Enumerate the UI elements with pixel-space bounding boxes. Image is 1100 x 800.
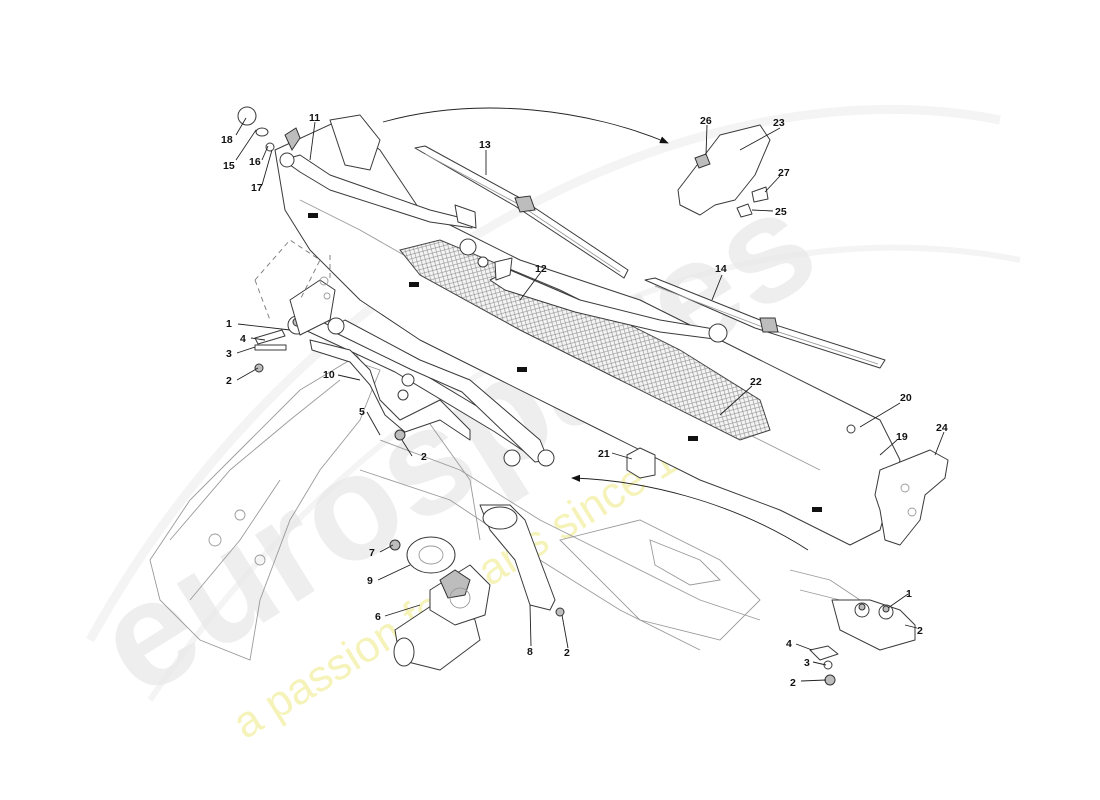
callout-12: 12 bbox=[535, 263, 547, 275]
callout-2-insert-lower: 2 bbox=[790, 677, 796, 689]
callout-17: 17 bbox=[251, 182, 263, 194]
callout-1-insert: 1 bbox=[906, 588, 912, 600]
wiper-blade-14 bbox=[644, 277, 886, 369]
callout-25: 25 bbox=[775, 206, 787, 218]
callout-11: 11 bbox=[309, 112, 320, 124]
callout-1-top: 1 bbox=[226, 318, 232, 330]
callout-24: 24 bbox=[936, 422, 948, 434]
callout-13: 13 bbox=[479, 139, 491, 151]
wiper-motor bbox=[389, 536, 491, 671]
callout-2-bottom: 2 bbox=[564, 647, 570, 659]
callout-7: 7 bbox=[369, 547, 375, 559]
callout-14: 14 bbox=[715, 263, 727, 275]
wiper-linkage bbox=[287, 276, 555, 467]
callout-22: 22 bbox=[750, 376, 762, 388]
insert-scuttle-end bbox=[677, 124, 771, 218]
callout-labels: 1 4 3 2 10 5 2 7 9 6 8 2 18 15 16 17 11 … bbox=[221, 112, 948, 689]
callout-2-mid: 2 bbox=[421, 451, 427, 463]
callout-19: 19 bbox=[896, 431, 908, 443]
callout-4-insert: 4 bbox=[786, 638, 792, 650]
callout-8: 8 bbox=[527, 646, 533, 658]
callout-23: 23 bbox=[773, 117, 785, 129]
wiper-blade-13 bbox=[414, 145, 629, 279]
end-bracket-right bbox=[874, 449, 949, 546]
dashed-guides bbox=[254, 239, 331, 321]
clip-21 bbox=[626, 447, 656, 479]
callout-10: 10 bbox=[323, 369, 335, 381]
callout-15: 15 bbox=[223, 160, 235, 172]
callout-27: 27 bbox=[778, 167, 790, 179]
callout-26: 26 bbox=[700, 115, 712, 127]
wiper-arm-left bbox=[279, 127, 477, 229]
callout-20: 20 bbox=[900, 392, 912, 404]
direction-arrows bbox=[382, 107, 809, 551]
callout-3-insert: 3 bbox=[804, 657, 810, 669]
callout-21: 21 bbox=[598, 448, 610, 460]
callout-16: 16 bbox=[249, 156, 261, 168]
callout-5: 5 bbox=[359, 406, 365, 418]
insert-pivot-bracket bbox=[789, 569, 916, 686]
callout-4-top: 4 bbox=[240, 333, 246, 345]
scuttle-panel bbox=[274, 114, 901, 546]
callout-2-top: 2 bbox=[226, 375, 232, 387]
leader-lines bbox=[235, 117, 945, 682]
callout-6: 6 bbox=[375, 611, 381, 623]
callout-9: 9 bbox=[367, 575, 373, 587]
wiper-arm-right bbox=[459, 238, 728, 343]
small-parts-top-left bbox=[237, 106, 287, 373]
callout-18: 18 bbox=[221, 134, 233, 146]
grille-mesh bbox=[399, 239, 771, 441]
callout-3-top: 3 bbox=[226, 348, 232, 360]
callout-2-insert: 2 bbox=[917, 625, 923, 637]
motor-bracket bbox=[394, 429, 565, 617]
